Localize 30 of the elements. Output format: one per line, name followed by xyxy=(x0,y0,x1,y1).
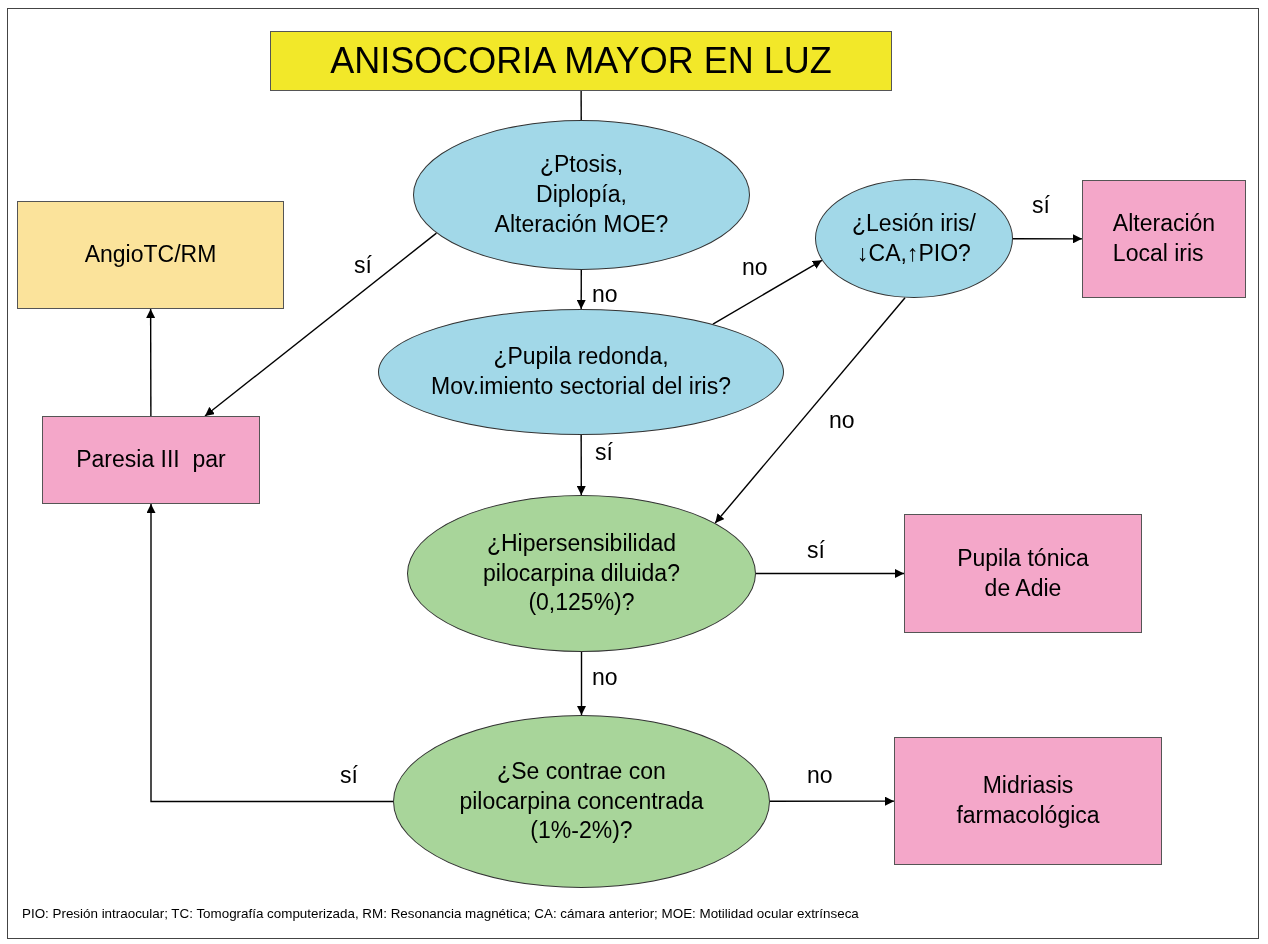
arrow xyxy=(146,308,156,417)
node-text: ¿Pupila redonda, Mov.imiento sectorial del iris? xyxy=(431,342,731,401)
arrow xyxy=(204,232,438,417)
footnote: PIO: Presión intraocular; TC: Tomografía computerizada, RM: Resonancia magnética; CA: cámara anterior; MOE: Motilidad ocular extrínseca xyxy=(22,906,859,921)
arrow xyxy=(576,269,586,310)
result-box xyxy=(894,737,1162,865)
node-text: ¿Ptosis, Diplopía, Alteración MOE? xyxy=(494,150,669,239)
arrow xyxy=(146,503,394,803)
arrow xyxy=(769,796,895,806)
title-box xyxy=(270,31,892,91)
result-box xyxy=(904,514,1142,633)
node-text: Pupila tónica de Adie xyxy=(957,543,1089,603)
connector-line xyxy=(580,90,582,121)
arrow xyxy=(712,259,823,325)
result-box xyxy=(1082,180,1246,298)
node-text: Midriasis farmacológica xyxy=(956,771,1100,830)
node-text: Paresia III par xyxy=(76,445,226,475)
arrow xyxy=(576,434,586,496)
result-box xyxy=(42,416,260,504)
process-box xyxy=(17,201,284,309)
node-text: ¿Lesión iris/ ↓CA,↑PIO? xyxy=(852,208,976,268)
title-text: ANISOCORIA MAYOR EN LUZ xyxy=(330,38,832,83)
node-text: ¿Se contrae con pilocarpina concentrada (1%-2%)? xyxy=(459,756,704,846)
arrow xyxy=(755,569,905,578)
arrow xyxy=(577,651,586,716)
arrow xyxy=(1012,234,1083,244)
node-text: ¿Hipersensibilidad pilocarpina diluida? (0,125%)? xyxy=(483,528,680,618)
node-text: AngioTC/RM xyxy=(84,240,217,270)
node-text: Alteración Local iris xyxy=(1112,209,1216,268)
arrow xyxy=(714,297,906,524)
